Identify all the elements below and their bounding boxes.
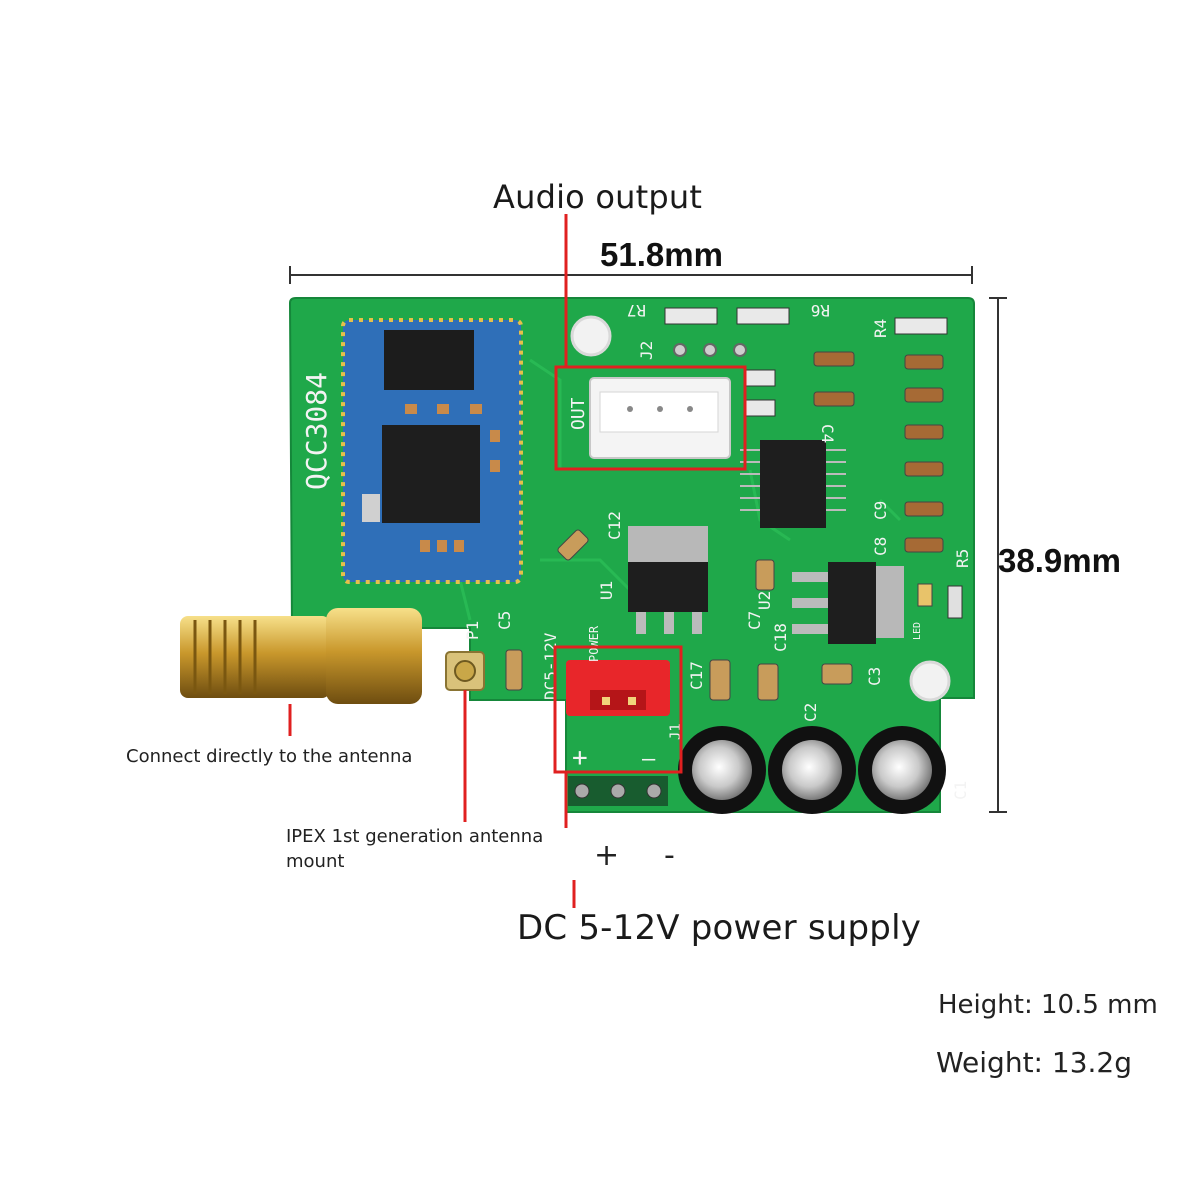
silk-c2: C2 — [801, 703, 820, 722]
sma-antenna-connector — [180, 608, 422, 704]
silk-c9: C9 — [871, 501, 890, 520]
silk-c4: C4 — [818, 424, 837, 443]
power-header-pads — [568, 776, 668, 806]
status-led — [917, 583, 933, 607]
silk-r6: R6 — [811, 301, 830, 320]
silk-chip: QCC3084 — [300, 372, 333, 490]
silk-pcb-minus: — — [642, 747, 656, 772]
silk-r7: R7 — [627, 301, 646, 320]
j2-header — [673, 343, 747, 357]
ipex-connector — [445, 651, 485, 691]
silk-r5: R5 — [953, 549, 972, 568]
silk-p1: P1 — [463, 621, 482, 640]
silk-c1: C1 — [951, 781, 970, 800]
callout-lines — [288, 214, 747, 908]
audio-out-connector — [589, 377, 731, 459]
silk-pcb-plus: + — [572, 743, 588, 773]
silk-u2: U2 — [755, 591, 774, 610]
width-dimension-label: 51.8mm — [600, 236, 723, 273]
voltage-regulator-u2 — [792, 562, 904, 644]
board-weight-label: Weight: 13.2g — [936, 1046, 1132, 1079]
silk-c3: C3 — [865, 667, 884, 686]
power-supply-label: DC 5-12V power supply — [517, 908, 922, 948]
voltage-regulator-u1 — [628, 526, 708, 634]
minus-label: - — [664, 838, 675, 873]
silk-dc: DC5-12V — [541, 632, 560, 700]
ipex-mount-label-line1: IPEX 1st generation antenna — [286, 826, 544, 847]
antenna-direct-label: Connect directly to the antenna — [126, 746, 413, 767]
silk-r4: R4 — [871, 319, 890, 338]
height-dimension-label: 38.9mm — [998, 542, 1121, 579]
silk-j2: J2 — [637, 341, 656, 360]
smd-capacitors — [813, 351, 944, 553]
silk-out: OUT — [568, 397, 589, 430]
electrolytic-capacitors — [678, 726, 946, 814]
board-height-label: Height: 10.5 mm — [938, 990, 1158, 1020]
bluetooth-module — [341, 318, 523, 584]
silk-power: POWER — [587, 625, 601, 662]
silk-c8: C8 — [871, 537, 890, 556]
ipex-mount-label-line2: mount — [286, 851, 345, 872]
plus-label: + — [594, 838, 620, 873]
silk-c17: C17 — [687, 661, 706, 690]
mounting-hole — [570, 315, 951, 702]
amplifier-ic — [740, 440, 846, 528]
silk-c12: C12 — [605, 511, 624, 540]
silk-c5: C5 — [495, 611, 514, 630]
smd-resistors — [664, 307, 948, 417]
silk-c18: C18 — [771, 623, 790, 652]
power-connector — [566, 660, 670, 716]
audio-output-label: Audio output — [493, 178, 703, 216]
width-dimension-line — [289, 266, 973, 284]
silk-u1: U1 — [597, 581, 616, 600]
height-dimension-line — [989, 297, 1007, 813]
silk-c7: C7 — [745, 611, 764, 630]
silk-led: LED — [912, 622, 923, 640]
